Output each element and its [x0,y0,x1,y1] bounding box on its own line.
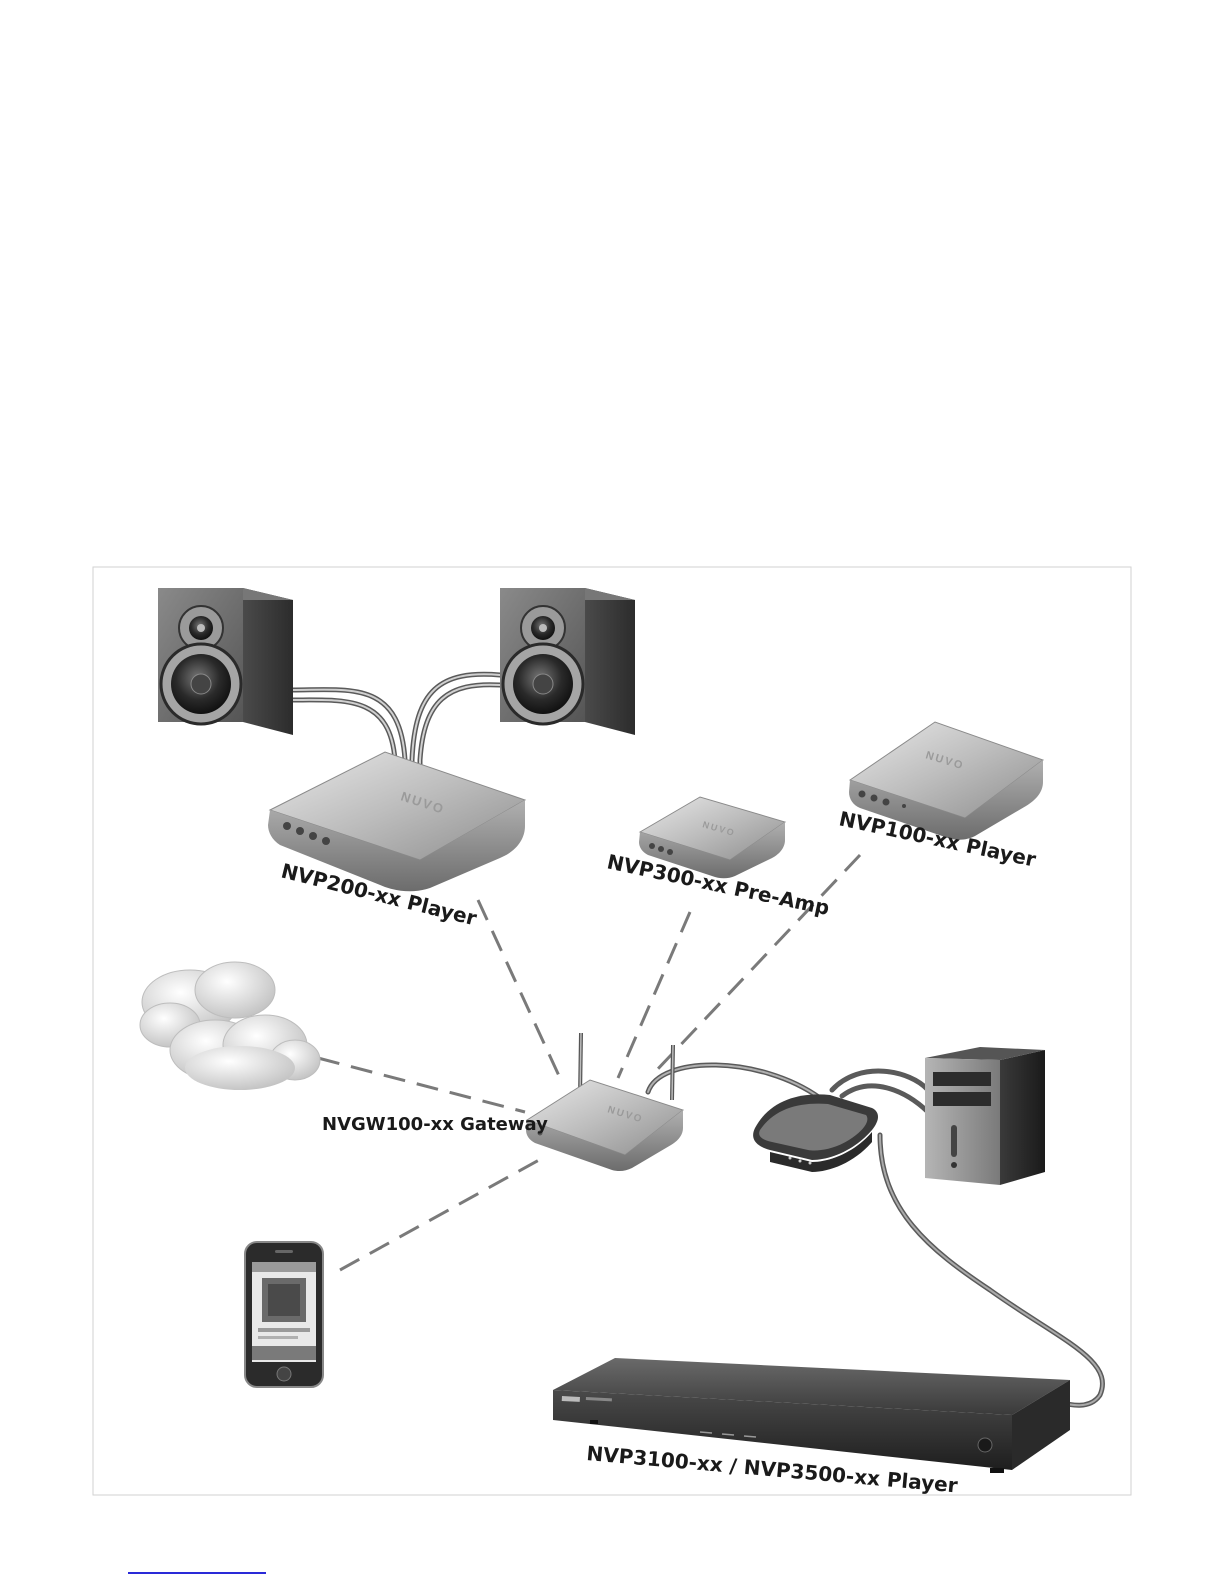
speaker-left [158,588,293,735]
speaker-right [500,588,635,735]
computer-tower-icon [925,1047,1045,1185]
label-gateway: NVGW100-xx Gateway [322,1114,548,1135]
smartphone-icon [245,1242,323,1387]
footer-rule [128,1572,266,1574]
